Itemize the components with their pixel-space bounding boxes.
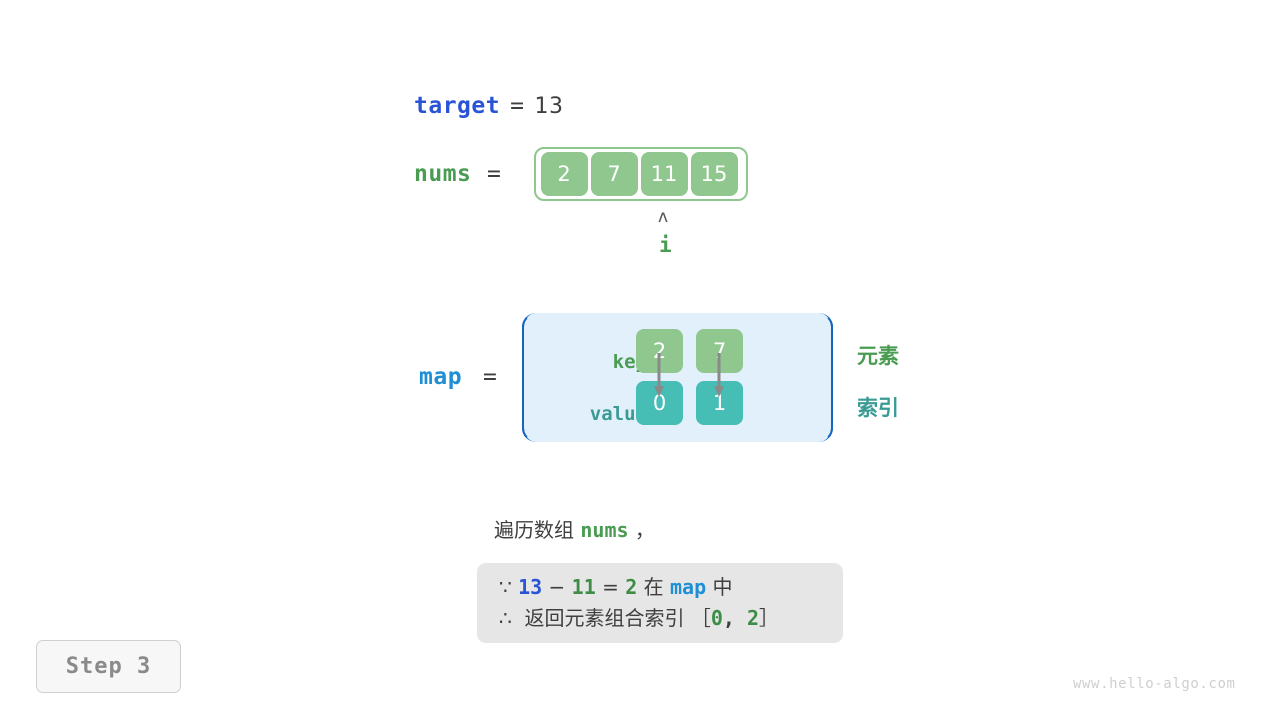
pointer-caret-icon: ʌ xyxy=(658,207,669,227)
because-symbol: ∵ xyxy=(499,575,519,599)
note-result-index-1: 2 xyxy=(746,606,759,630)
array-cell: 2 xyxy=(540,152,588,196)
note-current-element: 11 xyxy=(571,575,596,599)
map-value-row-label: value xyxy=(589,403,647,425)
map-value-cell: 0 xyxy=(636,381,683,425)
legend-element-label: 元素 xyxy=(857,344,899,368)
key-to-value-arrow-icon xyxy=(714,353,724,397)
caption-prefix: 遍历数组 xyxy=(494,518,581,542)
target-variable-name: target xyxy=(414,93,501,119)
note-box: ∵ 13 − 11 = 2 在 map 中 ∴ 返回元素组合索引 ［0, 2］ xyxy=(477,563,843,643)
therefore-symbol: ∴ xyxy=(499,606,519,630)
map-variable-name: map xyxy=(419,364,463,390)
step-badge: Step 3 xyxy=(36,640,181,693)
note-result-index-0: 0 xyxy=(710,606,723,630)
legend-index-label: 索引 xyxy=(857,396,899,420)
note-result-comma: , xyxy=(722,606,747,630)
map-container: key value 2 7 0 1 xyxy=(522,313,833,442)
note-in-text: 在 xyxy=(637,575,671,599)
nums-variable-name: nums xyxy=(414,161,472,187)
note-target-value: 13 xyxy=(518,575,543,599)
note-map-word: map xyxy=(670,575,707,599)
note-return-text: 返回元素组合索引 ［ xyxy=(518,606,711,630)
watermark: www.hello-algo.com xyxy=(1073,676,1236,692)
target-equals-sign: = xyxy=(510,93,525,119)
note-tail-text: 中 xyxy=(706,575,733,599)
caption-code-nums: nums xyxy=(580,518,629,542)
note-line-because: ∵ 13 − 11 = 2 在 map 中 xyxy=(499,572,821,603)
note-result-bracket-close: ］ xyxy=(759,606,779,630)
array-cell: 15 xyxy=(690,152,738,196)
map-equals-sign: = xyxy=(483,364,497,390)
caption-traverse-array: 遍历数组 nums ， xyxy=(494,514,655,543)
map-key-row-label: key xyxy=(612,351,647,373)
map-value-cell: 1 xyxy=(696,381,743,425)
note-equals-sign: = xyxy=(595,575,626,599)
pointer-label-i: i xyxy=(659,233,672,257)
array-cell: 11 xyxy=(640,152,688,196)
nums-array-container: 2 7 11 15 xyxy=(534,147,748,201)
array-cell: 7 xyxy=(590,152,638,196)
key-to-value-arrow-icon xyxy=(654,353,664,397)
note-complement-value: 2 xyxy=(625,575,638,599)
target-declaration: target = 13 xyxy=(414,93,563,119)
nums-equals-sign: = xyxy=(487,161,501,187)
note-line-therefore: ∴ 返回元素组合索引 ［0, 2］ xyxy=(499,603,821,634)
caption-suffix: ， xyxy=(628,518,655,542)
note-minus-sign: − xyxy=(542,575,572,599)
target-value: 13 xyxy=(534,94,564,119)
